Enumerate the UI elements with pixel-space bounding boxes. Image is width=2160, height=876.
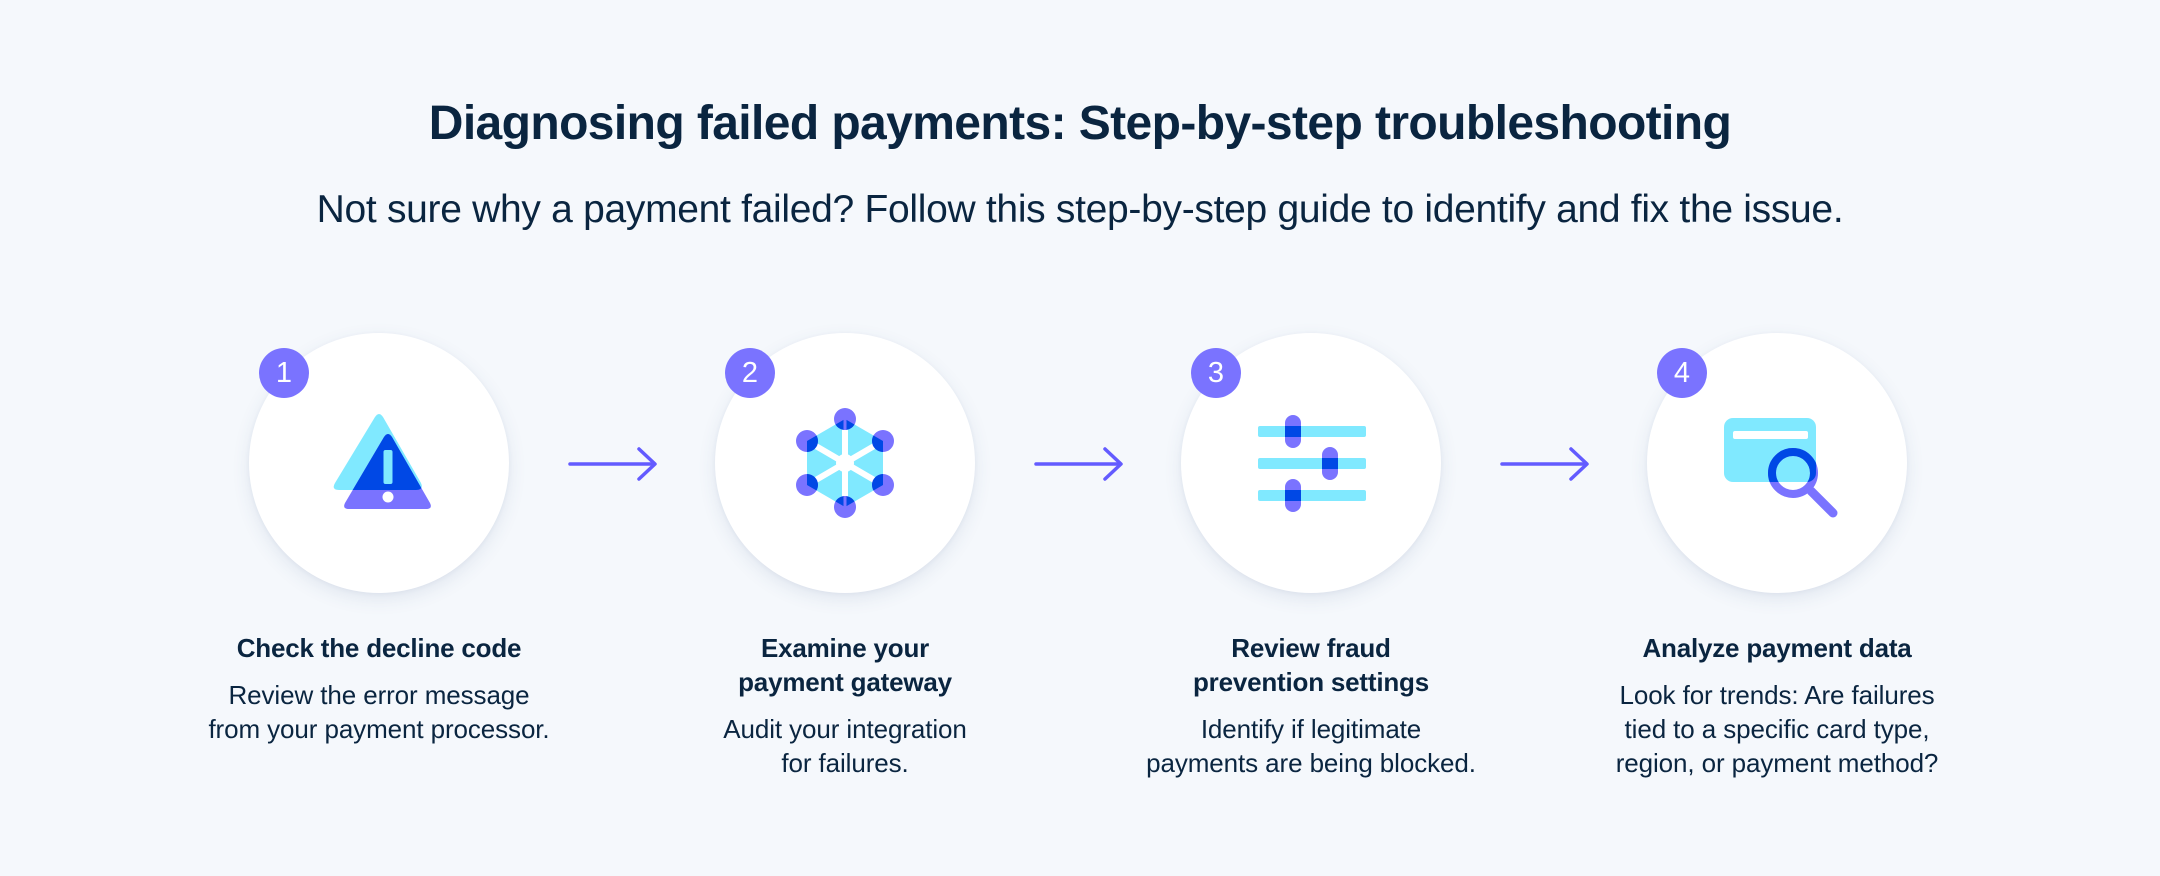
arrow-right-icon: [1500, 447, 1589, 481]
card-magnifier-icon: [1724, 418, 1838, 518]
step-heading-line: prevention settings: [1192, 667, 1429, 697]
step-icon-circle: 3: [1181, 333, 1441, 593]
step-number-badge: 2: [725, 348, 775, 398]
step-description: Look for trends: Are failures tied to a …: [1557, 678, 1997, 780]
step-description-line: region, or payment method?: [1615, 748, 1939, 778]
step-text: Review fraud prevention settings Identif…: [1091, 631, 1531, 780]
step-description-line: from your payment processor.: [208, 714, 550, 744]
step-icon-circle: 1: [249, 333, 509, 593]
step-heading: Check the decline code: [159, 631, 599, 665]
step-description-line: payments are being blocked.: [1146, 748, 1476, 778]
page-subtitle: Not sure why a payment failed? Follow th…: [316, 188, 1844, 231]
step-heading: Review fraud prevention settings: [1091, 631, 1531, 699]
step-icon-circle: 2: [715, 333, 975, 593]
step-description: Review the error message from your payme…: [159, 678, 599, 746]
step-description-line: Audit your integration: [723, 714, 967, 744]
step-text: Check the decline code Review the error …: [159, 631, 599, 746]
step-description-line: Identify if legitimate: [1200, 714, 1422, 744]
step-description-line: Review the error message: [228, 680, 530, 710]
step-icon-circle: 4: [1647, 333, 1907, 593]
step-heading-line: Check the decline code: [236, 633, 522, 663]
step-heading-line: Review fraud: [1231, 633, 1391, 663]
arrow-right-icon: [568, 447, 657, 481]
step-heading-line: Examine your: [760, 633, 930, 663]
arrow-right-icon: [1034, 447, 1123, 481]
sliders-settings-icon: [1258, 415, 1366, 512]
step-description-line: Look for trends: Are failures: [1619, 680, 1935, 710]
step-number-badge: 4: [1657, 348, 1707, 398]
step-heading: Analyze payment data: [1557, 631, 1997, 665]
step-number-badge: 1: [259, 348, 309, 398]
step-heading-line: payment gateway: [738, 667, 952, 697]
warning-triangle-icon: [333, 414, 431, 509]
step-description-line: for failures.: [781, 748, 909, 778]
step-heading: Examine your payment gateway: [625, 631, 1065, 699]
page-title: Diagnosing failed payments: Step-by-step…: [428, 97, 1732, 150]
step-heading-line: Analyze payment data: [1642, 633, 1912, 663]
network-hexagon-icon: [796, 408, 894, 518]
step-text: Analyze payment data Look for trends: Ar…: [1557, 631, 1997, 780]
step-description: Audit your integration for failures.: [625, 712, 1065, 780]
step-description-line: tied to a specific card type,: [1624, 714, 1930, 744]
step-description: Identify if legitimate payments are bein…: [1091, 712, 1531, 780]
step-text: Examine your payment gateway Audit your …: [625, 631, 1065, 780]
step-number-badge: 3: [1191, 348, 1241, 398]
